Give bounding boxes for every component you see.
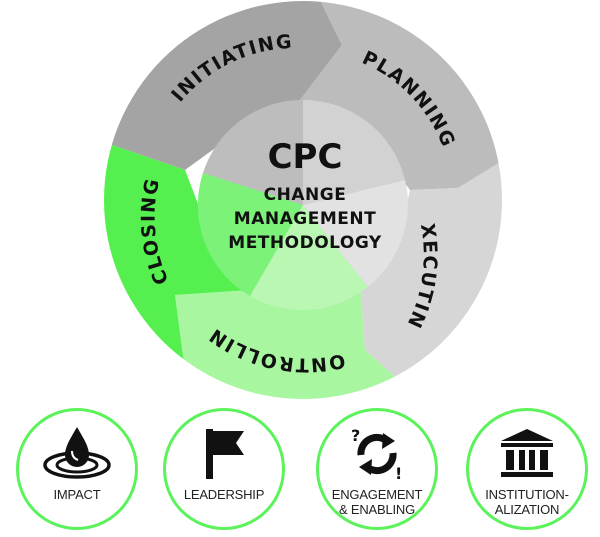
flag-icon (206, 429, 244, 479)
badge-label-institutionalization: INSTITUTION- ALIZATION (485, 487, 569, 517)
institution-building-icon (501, 429, 553, 477)
badge-label-leadership: LEADERSHIP (183, 487, 265, 502)
hub-wedge-controlling (250, 205, 368, 311)
center-subtitle-line-2: MANAGEMENT (234, 209, 376, 229)
center-subtitle-line-1: CHANGE (264, 185, 347, 205)
badge-impact: IMPACT (16, 408, 138, 530)
hub-wedge-closing (197, 173, 303, 296)
hub-wedge-planning (303, 100, 405, 205)
svg-text:!: ! (395, 464, 402, 481)
drop-ripple-icon (43, 427, 111, 479)
phase-segment-controlling (175, 275, 410, 399)
badge-label-engagement: ENGAGEMENT & ENABLING (331, 487, 423, 517)
svg-text:?: ? (351, 426, 360, 445)
cpc-methodology-diagram: INITIATING PLANNING EXECUTING CONTROLLIN… (0, 0, 502, 399)
badge-leadership: LEADERSHIP (163, 408, 285, 530)
cycle-arrows-icon: ? ! (351, 426, 402, 481)
center-subtitle-line-3: METHODOLOGY (228, 233, 382, 253)
hub-wedge-executing (303, 180, 408, 287)
hub-wedge-initiating (203, 100, 303, 205)
badge-label-impact: IMPACT (53, 487, 101, 502)
badge-institutionalization: INSTITUTION- ALIZATION (466, 408, 588, 530)
principles-badges: IMPACT LEADERSHIP ? ! ENGAGEMENT (0, 408, 600, 537)
center-title: CPC (268, 137, 343, 177)
badge-engagement: ? ! ENGAGEMENT & ENABLING (316, 408, 438, 530)
